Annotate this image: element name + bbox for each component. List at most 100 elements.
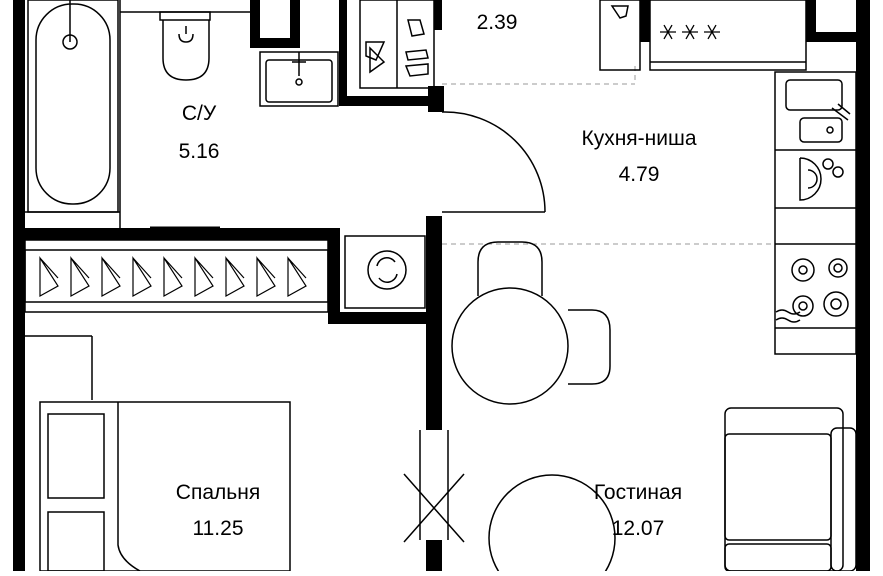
toilet-icon bbox=[159, 11, 211, 81]
hall-area: 2.39 bbox=[476, 11, 518, 34]
washer-body bbox=[344, 235, 426, 309]
chair-top bbox=[477, 241, 543, 296]
shoe-1 bbox=[365, 41, 386, 61]
wall-bath-top-post-2 bbox=[290, 0, 300, 48]
wall-right-outer bbox=[856, 0, 870, 571]
dishwasher-icon bbox=[799, 157, 844, 201]
washing-machine-icon bbox=[344, 235, 426, 309]
kitchen-sink-basin-2 bbox=[799, 117, 843, 143]
door-swing-arc bbox=[441, 111, 546, 213]
hob-star-icon bbox=[660, 24, 676, 40]
hanger-icon bbox=[70, 255, 90, 298]
hall-shoe-rack-icon bbox=[359, 0, 435, 89]
shoe-5 bbox=[404, 63, 429, 77]
counter-body bbox=[774, 71, 857, 355]
hob-unit bbox=[649, 0, 807, 71]
coffee-table bbox=[488, 474, 616, 576]
wall-hall-bottom bbox=[339, 96, 444, 106]
burner-3-inner bbox=[798, 301, 808, 311]
kitchen-label: Кухня-ниша bbox=[581, 127, 697, 150]
kitchen-sink-icon bbox=[785, 79, 851, 143]
hob-stars-icon bbox=[660, 24, 720, 40]
burner-1 bbox=[791, 258, 815, 282]
toilet-tank bbox=[159, 11, 211, 21]
wall-door-jamb-top bbox=[428, 86, 444, 112]
burner-2 bbox=[828, 258, 848, 278]
door-icon bbox=[441, 111, 546, 213]
wall-bedroom-living-bottom bbox=[426, 540, 442, 571]
window-icon bbox=[403, 473, 465, 543]
living-area: 12.07 bbox=[611, 517, 665, 540]
bathroom-label: С/У bbox=[181, 102, 217, 125]
dining-table bbox=[451, 287, 569, 405]
wardrobe-rail bbox=[24, 249, 329, 303]
dining-table-icon bbox=[451, 287, 569, 405]
burner-1-inner bbox=[798, 265, 808, 275]
wall-wardrobe-right bbox=[328, 228, 340, 324]
wall-bath-top-post bbox=[250, 0, 260, 48]
burner-3 bbox=[792, 295, 814, 317]
dishwasher-drop-1 bbox=[822, 158, 834, 170]
hanger-icon bbox=[132, 255, 152, 298]
hanger-icon bbox=[287, 255, 307, 298]
dishwasher-d-2 bbox=[807, 169, 818, 189]
kitchen-sink-tap bbox=[831, 103, 851, 121]
stove-wave-2 bbox=[775, 317, 801, 323]
wall-bath-hall bbox=[339, 0, 347, 106]
sink-drain bbox=[295, 78, 303, 86]
hanger-icon bbox=[256, 255, 276, 298]
bathtub-inner bbox=[35, 3, 111, 205]
bedroom-label: Спальня bbox=[175, 481, 261, 504]
living-label: Гостиная bbox=[593, 481, 683, 504]
wall-left-outer bbox=[13, 0, 25, 571]
hanger-group bbox=[39, 255, 307, 298]
bed-pillow-1 bbox=[47, 413, 105, 499]
wall-kitchen-top-ledge bbox=[806, 32, 856, 42]
wall-kitchen-top-2 bbox=[806, 0, 816, 42]
kitchen-sink-drain bbox=[826, 126, 834, 134]
chair-right bbox=[568, 309, 611, 385]
wall-bath-bedroom bbox=[25, 228, 340, 240]
zone-boundaries bbox=[442, 66, 775, 245]
hanger-icon bbox=[39, 255, 59, 298]
hob-star-icon bbox=[704, 24, 720, 40]
kitchen-area: 4.79 bbox=[618, 163, 660, 186]
washer-arrow-2 bbox=[378, 273, 398, 283]
wall-kitchen-top-1 bbox=[640, 0, 650, 42]
bed-blanket bbox=[117, 402, 141, 572]
toilet-seat bbox=[178, 33, 194, 43]
window-mark-right bbox=[432, 473, 465, 543]
bedroom-area: 11.25 bbox=[192, 517, 244, 540]
bathtub-icon bbox=[27, 0, 119, 213]
fridge-decor bbox=[610, 5, 629, 19]
dishwasher-d-1 bbox=[799, 157, 822, 201]
hanger-icon bbox=[163, 255, 183, 298]
shoe-2 bbox=[369, 46, 386, 74]
toilet-bowl bbox=[162, 20, 210, 81]
wall-bedroom-living bbox=[426, 216, 442, 430]
hanger-icon bbox=[194, 255, 214, 298]
washer-door bbox=[367, 250, 407, 290]
washer-arrow-1 bbox=[376, 257, 396, 267]
burner-4-inner bbox=[830, 298, 842, 310]
hanger-icon bbox=[101, 255, 121, 298]
shoe-4 bbox=[405, 49, 429, 61]
wall-hall-right-top bbox=[434, 0, 442, 30]
hanger-icon bbox=[225, 255, 245, 298]
chair-icon bbox=[477, 241, 616, 576]
wall-wardrobe-bottom bbox=[328, 312, 428, 324]
fridge-icon bbox=[599, 0, 807, 71]
burner-2-inner bbox=[833, 263, 843, 273]
stove-icon bbox=[775, 258, 849, 323]
sink-icon bbox=[259, 51, 339, 107]
shoe-3 bbox=[407, 19, 425, 37]
hob-star-icon bbox=[682, 24, 698, 40]
kitchen-counter-icon bbox=[774, 71, 857, 355]
fridge-left-unit bbox=[599, 0, 641, 71]
stove-wave-1 bbox=[775, 309, 801, 315]
wardrobe-hangers-icon bbox=[24, 226, 329, 313]
kitchen-sink-basin-1 bbox=[785, 79, 843, 111]
walls bbox=[13, 0, 870, 571]
